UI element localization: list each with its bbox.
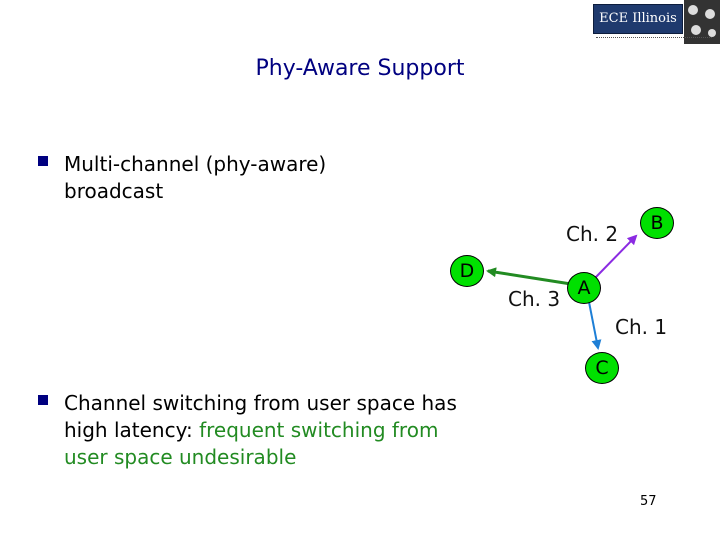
bullet-text-highlight: frequent switching from user space undes… <box>64 418 439 469</box>
bullet-square-icon <box>38 156 48 166</box>
bullet-text-switching: Channel switching from user space has hi… <box>64 390 484 471</box>
logo-emblem-icon <box>684 0 720 44</box>
bullet-square-icon <box>38 395 48 405</box>
edge-a-to-c <box>588 301 602 350</box>
bullet-text-plain: Channel switching from user space has hi… <box>64 391 457 442</box>
logo-text: ECE Illinois <box>599 11 677 26</box>
channel-label-ad: Ch. 3 <box>508 287 561 311</box>
node-b: B <box>640 207 674 239</box>
logo-subtitle-line <box>596 37 712 41</box>
bullet-text-broadcast: Multi-channel (phy-aware) broadcast <box>64 152 327 203</box>
ece-illinois-logo: ECE Illinois <box>588 0 720 46</box>
logo-box: ECE Illinois <box>593 4 683 34</box>
node-a: A <box>567 272 601 304</box>
node-c: C <box>585 352 619 384</box>
channel-label-ab: Ch. 2 <box>566 222 619 246</box>
slide-title: Phy-Aware Support <box>255 56 465 81</box>
node-d: D <box>450 255 484 287</box>
slide-number: 57 <box>640 494 657 509</box>
channel-label-ac: Ch. 1 <box>615 315 668 339</box>
edge-a-to-b <box>595 234 638 278</box>
edge-a-to-d <box>486 267 572 286</box>
